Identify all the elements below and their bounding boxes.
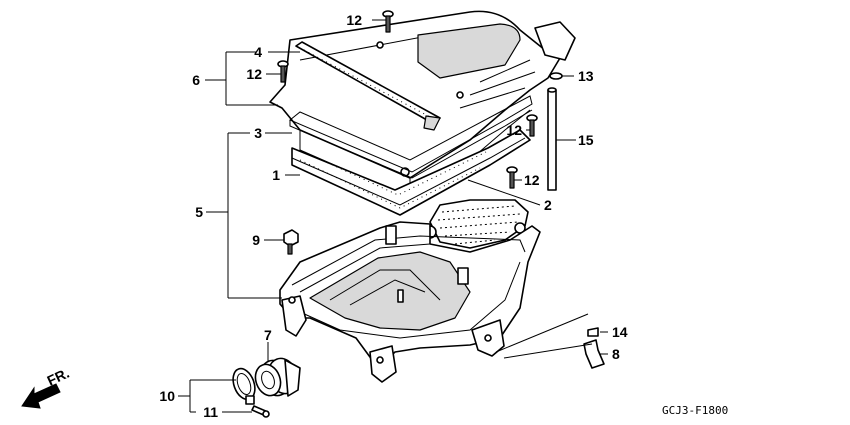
leader-lines (178, 19, 608, 413)
air-cleaner-cover (269, 10, 576, 199)
callout-11: 11 (203, 404, 218, 420)
packing (289, 95, 533, 179)
screw-12-right-lower (506, 166, 518, 189)
drain-plug (283, 229, 299, 255)
front-direction-label: FR. (45, 365, 72, 389)
callout-4: 4 (254, 44, 262, 60)
drain-tube (547, 87, 557, 191)
callout-12-right-upper: 12 (506, 122, 522, 138)
tube-band (232, 367, 256, 405)
air-filter-element (291, 129, 531, 216)
callout-15: 15 (578, 132, 594, 148)
callout-12-left: 12 (246, 66, 262, 82)
screw-12-top (382, 10, 394, 33)
callout-9: 9 (252, 232, 260, 248)
callout-14: 14 (612, 324, 628, 340)
callout-labels: 12 4 6 12 3 1 5 9 13 12 15 12 2 7 14 8 1… (159, 12, 627, 420)
callout-12-top: 12 (346, 12, 362, 28)
callout-10: 10 (159, 388, 175, 404)
callout-6: 6 (192, 72, 200, 88)
screw-12-left (277, 60, 289, 83)
front-direction-arrow-icon: FR. (21, 365, 72, 409)
callout-2: 2 (544, 197, 552, 213)
callout-3: 3 (254, 125, 262, 141)
callout-13: 13 (578, 68, 594, 84)
callout-12-right-lower: 12 (524, 172, 540, 188)
callout-5: 5 (195, 204, 203, 220)
screw-11 (251, 405, 270, 418)
callout-7: 7 (264, 327, 272, 343)
connecting-tube (254, 357, 301, 397)
diagram-code: GCJ3-F1800 (662, 404, 728, 417)
drain-cap (583, 339, 605, 369)
air-cleaner-case (279, 221, 541, 383)
screw-12-right-upper (526, 114, 538, 137)
callout-1: 1 (272, 167, 280, 183)
seal-strip (295, 41, 441, 131)
callout-8: 8 (612, 346, 620, 362)
clip-14 (587, 327, 599, 337)
tube-clip (549, 72, 563, 80)
